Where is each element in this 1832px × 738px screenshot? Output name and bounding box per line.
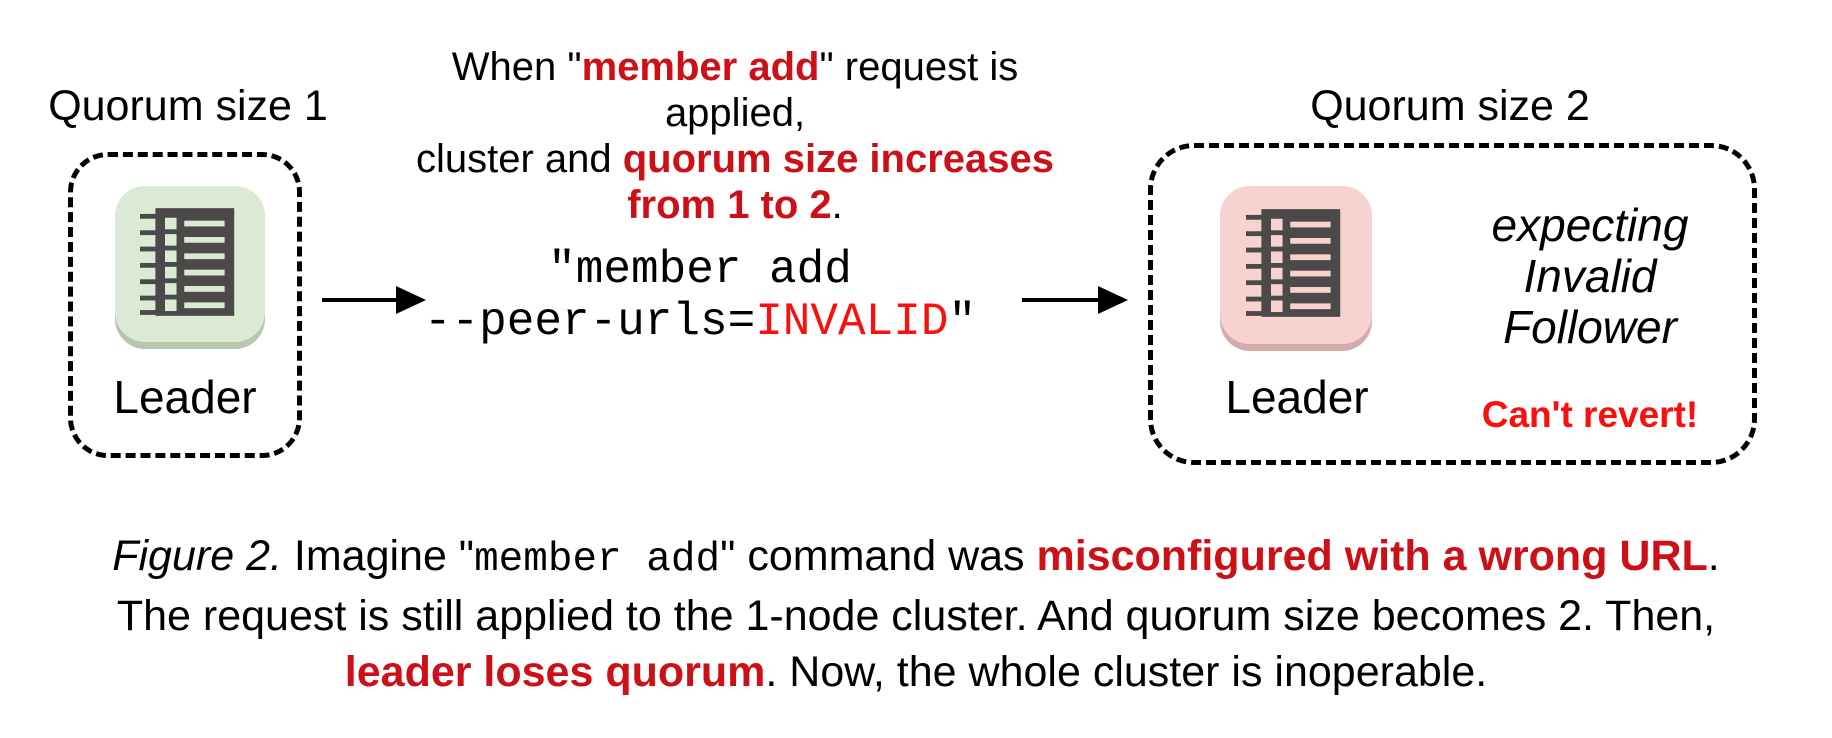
arrow-left-head-icon <box>396 286 426 314</box>
caption-figure-number: Figure 2. <box>112 532 282 580</box>
command-text: "member add --peer-urls=INVALID" <box>400 244 1000 348</box>
leader-node-green <box>115 186 265 342</box>
figure-caption: Figure 2. Imagine "member add" command w… <box>0 528 1832 700</box>
quorum2-title: Quorum size 2 <box>1310 82 1590 130</box>
caption-misconfigured: misconfigured with a wrong URL <box>1036 532 1708 580</box>
top-note-quorum-increase: quorum size increases <box>622 137 1055 181</box>
caption-member-add: member add <box>474 537 721 583</box>
server-icon <box>140 205 240 324</box>
expecting-line: expecting <box>1491 199 1689 251</box>
caption-text: Imagine " <box>281 532 475 580</box>
top-note-text: When " <box>451 45 582 89</box>
server-icon <box>1246 206 1346 325</box>
arrow-right-head-icon <box>1098 286 1128 314</box>
arrow-left-shaft <box>322 298 398 302</box>
top-note-text: cluster and <box>415 137 623 181</box>
arrow-right-shaft <box>1022 298 1100 302</box>
top-note-member-add: member add <box>581 45 820 89</box>
quorum2-box <box>1148 143 1757 465</box>
caption-leader-loses-quorum: leader loses quorum <box>344 648 766 696</box>
top-note-from-1-to-2: from 1 to 2 <box>627 183 832 227</box>
command-line2-quote: " <box>948 296 977 348</box>
caption-text: The request is still applied to the 1-no… <box>116 592 1716 640</box>
caption-text: . <box>1707 532 1720 580</box>
top-note-text: . <box>831 183 843 227</box>
command-line2-flag: --peer-urls= <box>423 296 756 348</box>
top-note-text: " request is applied, <box>664 45 1019 135</box>
expecting-line: Follower <box>1503 301 1677 353</box>
caption-text: " command was <box>720 532 1037 580</box>
quorum1-box <box>68 152 302 458</box>
command-line1: "member add <box>548 244 852 296</box>
cant-revert-warning: Can't revert! <box>1481 394 1699 435</box>
expecting-note: expecting Invalid Follower <box>1435 200 1745 353</box>
quorum1-leader-label: Leader <box>113 371 257 423</box>
expecting-line: Invalid <box>1523 250 1657 302</box>
quorum2-leader-label: Leader <box>1225 371 1369 423</box>
top-note: When "member add" request is applied, cl… <box>380 44 1090 228</box>
command-invalid-value: INVALID <box>755 296 949 348</box>
quorum1-title: Quorum size 1 <box>48 82 328 130</box>
leader-node-pink <box>1220 186 1372 344</box>
caption-text: . Now, the whole cluster is inoperable. <box>765 648 1488 696</box>
